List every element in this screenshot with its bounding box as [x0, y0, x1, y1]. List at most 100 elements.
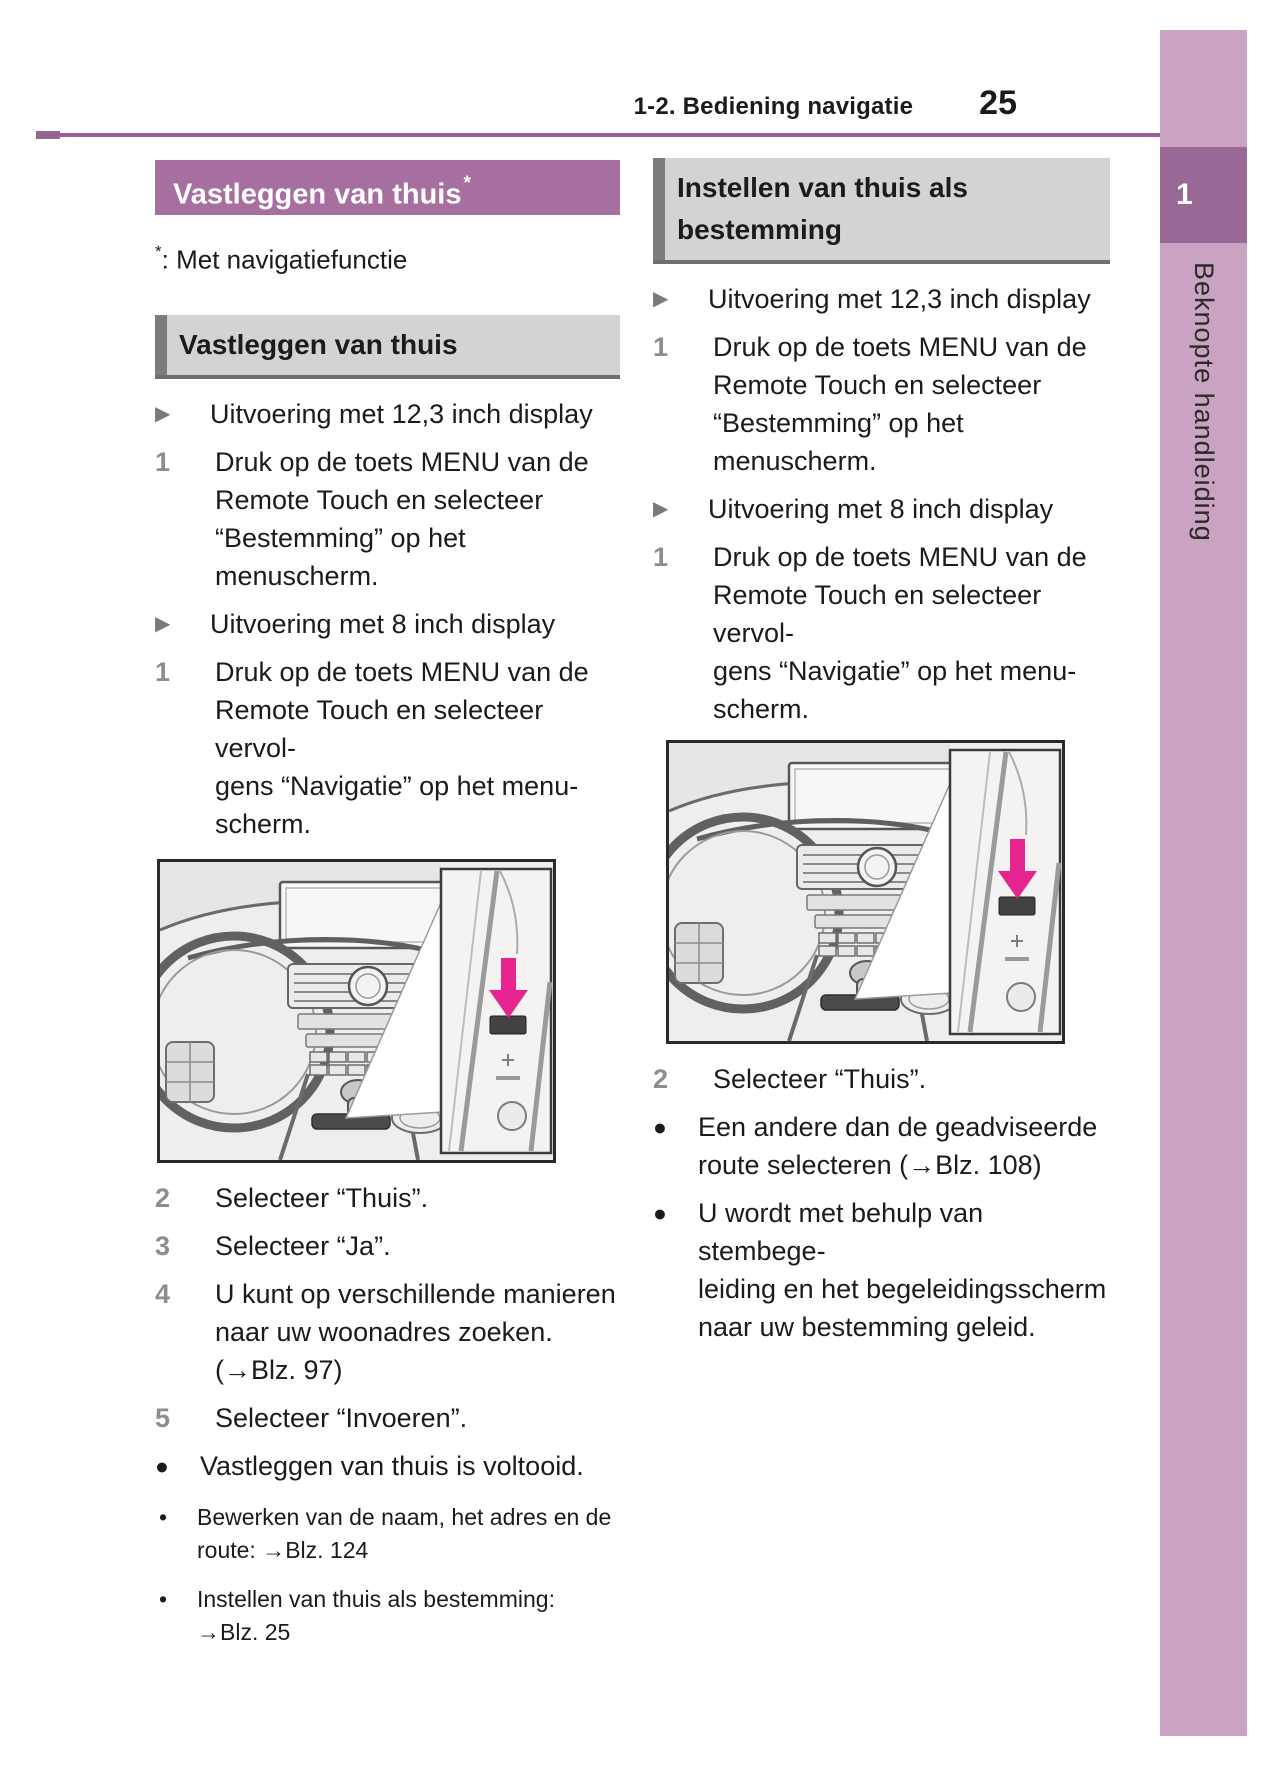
step-item: 1 Druk op de toets MENU van de Remote To…: [155, 653, 620, 843]
main-title: Vastleggen van thuis: [173, 178, 462, 211]
step-text: Selecteer “Ja”.: [215, 1230, 391, 1261]
step-item: 2 Selecteer “Thuis”.: [155, 1179, 620, 1217]
step-number: 5: [155, 1402, 171, 1433]
step-text: Selecteer “Invoeren”.: [215, 1402, 468, 1433]
step-text: Selecteer “Thuis”.: [713, 1064, 927, 1094]
chapter-tab-sidebar: 1 Beknopte handleiding: [1160, 30, 1247, 1736]
section-heading-line: bestemming: [677, 214, 842, 245]
variant-label: Uitvoering met 12,3 inch display: [210, 398, 593, 429]
chapter-tab-label: Beknopte handleiding: [1189, 262, 1219, 542]
footnote-marker: *: [155, 242, 162, 261]
bullet-icon: ●: [155, 1452, 169, 1479]
note-text: Instellen van thuis als bestemming: →Blz…: [197, 1583, 620, 1649]
step-item: 1 Druk op de toets MENU van de Remote To…: [653, 538, 1110, 728]
footnote-text: : Met navigatiefunctie: [161, 244, 408, 275]
step-item: 1 Druk op de toets MENU van de Remote To…: [653, 328, 1110, 480]
step-text-line: Druk op de toets MENU van de: [713, 332, 1087, 362]
bullet-text-line: naar uw bestemming geleid.: [698, 1312, 1036, 1342]
step-text: Selecteer “Thuis”.: [215, 1182, 429, 1213]
note-item: • Instellen van thuis als bestemming: →B…: [155, 1583, 620, 1649]
variant-item: ▶ Uitvoering met 12,3 inch display: [653, 280, 1110, 318]
page-header: 1-2. Bediening navigatie 25: [0, 84, 1017, 123]
bullet-text-line: leiding en het begeleidingsscherm: [698, 1274, 1107, 1304]
variant-arrow-icon: ▶: [653, 288, 669, 310]
step-number: 1: [155, 446, 171, 477]
right-column: Instellen van thuis als bestemming ▶ Uit…: [653, 158, 1110, 1346]
step-text: Druk op de toets MENU van de Remote Touc…: [215, 653, 620, 843]
step-text-line: Druk op de toets MENU van de: [215, 446, 589, 477]
step-number: 2: [653, 1064, 669, 1094]
step-item: 3 Selecteer “Ja”.: [155, 1227, 620, 1265]
step-text: Druk op de toets MENU van de Remote Touc…: [713, 328, 1110, 480]
step-number: 1: [653, 542, 669, 572]
section-heading-bar: [155, 314, 167, 375]
step-item: 1 Druk op de toets MENU van de Remote To…: [155, 443, 620, 595]
variant-item: ▶ Uitvoering met 8 inch display: [155, 605, 620, 643]
step-number: 4: [155, 1278, 171, 1309]
step-text-line: naar uw woonadres zoeken.: [215, 1316, 553, 1347]
dashboard-illustration: [669, 743, 1062, 1041]
footnote: *: Met navigatiefunctie: [155, 237, 620, 277]
bullet-icon: ●: [653, 1114, 667, 1140]
variant-arrow-icon: ▶: [155, 612, 171, 635]
step-number: 1: [155, 656, 171, 687]
note-text-line: route: →Blz. 124: [197, 1536, 369, 1563]
bullet-text-line: Een andere dan de geadviseerde: [698, 1112, 1098, 1142]
variant-label: Uitvoering met 12,3 inch display: [708, 284, 1091, 314]
section-heading-box: Instellen van thuis als bestemming: [653, 158, 1110, 264]
note-text-line: Instellen van thuis als bestemming:: [197, 1585, 555, 1612]
header-section-label: 1-2. Bediening navigatie: [633, 93, 914, 120]
section-heading: Instellen van thuis als bestemming: [665, 158, 974, 260]
bullet-text: U wordt met behulp van stembege- leiding…: [698, 1194, 1110, 1346]
step-text: Druk op de toets MENU van de Remote Touc…: [713, 538, 1110, 728]
note-item: • Bewerken van de naam, het adres en de …: [155, 1501, 620, 1567]
header-rule: [36, 133, 1160, 137]
step-text-line: U kunt op verschillende manieren: [215, 1278, 616, 1309]
note-text: Bewerken van de naam, het adres en de ro…: [197, 1501, 620, 1567]
step-text: U kunt op verschillende manieren naar uw…: [215, 1275, 620, 1389]
dashboard-illustration: [160, 862, 553, 1160]
step-text-line: Remote Touch en selecteer vervol-: [215, 694, 544, 763]
note-bullet-icon: •: [159, 1503, 168, 1530]
step-text: Druk op de toets MENU van de Remote Touc…: [215, 443, 620, 595]
variant-label: Uitvoering met 8 inch display: [708, 494, 1054, 524]
step-text-line: Remote Touch en selecteer: [713, 370, 1042, 400]
main-title-banner: Vastleggen van thuis*: [155, 160, 620, 215]
bullet-text-line: route selecteren (→Blz. 108): [698, 1150, 1042, 1180]
step-text-line: “Bestemming” op het menuscherm.: [713, 408, 964, 476]
section-heading-bar: [653, 158, 665, 260]
step-text-line: (→Blz. 97): [215, 1354, 343, 1385]
step-text-line: Remote Touch en selecteer: [215, 484, 544, 515]
variant-arrow-icon: ▶: [653, 498, 669, 520]
step-text-line: Remote Touch en selecteer vervol-: [713, 580, 1042, 648]
bullet-text: Vastleggen van thuis is voltooid.: [200, 1450, 584, 1481]
dashboard-figure: [157, 858, 556, 1163]
bullet-icon: ●: [653, 1200, 667, 1226]
chapter-tab: Beknopte handleiding: [1160, 262, 1247, 542]
section-heading-box: Vastleggen van thuis: [155, 314, 620, 379]
step-number: 2: [155, 1182, 171, 1213]
step-text-line: “Bestemming” op het menuscherm.: [215, 522, 466, 591]
page-number: 25: [979, 84, 1017, 122]
variant-arrow-icon: ▶: [155, 402, 171, 425]
bullet-text-line: U wordt met behulp van stembege-: [698, 1198, 984, 1266]
step-number: 3: [155, 1230, 171, 1261]
chapter-number-badge: 1: [1160, 147, 1247, 243]
note-text-line: →Blz. 25: [197, 1618, 291, 1645]
step-text-line: scherm.: [215, 808, 312, 839]
variant-item: ▶ Uitvoering met 12,3 inch display: [155, 395, 620, 433]
step-item: 4 U kunt op verschillende manieren naar …: [155, 1275, 620, 1389]
note-text-line: Bewerken van de naam, het adres en de: [197, 1503, 612, 1530]
bullet-item: ● Vastleggen van thuis is voltooid.: [155, 1447, 620, 1485]
variant-label: Uitvoering met 8 inch display: [210, 608, 556, 639]
left-column: Vastleggen van thuis* *: Met navigatiefu…: [155, 160, 620, 1649]
dashboard-figure: [666, 740, 1065, 1044]
note-bullet-icon: •: [159, 1585, 168, 1612]
step-text-line: scherm.: [713, 694, 810, 724]
bullet-item: ● Een andere dan de geadviseerde route s…: [653, 1108, 1110, 1184]
bullet-text: Een andere dan de geadviseerde route sel…: [698, 1108, 1110, 1184]
step-text-line: Druk op de toets MENU van de: [215, 656, 589, 687]
step-number: 1: [653, 332, 669, 362]
step-item: 2 Selecteer “Thuis”.: [653, 1060, 1110, 1098]
